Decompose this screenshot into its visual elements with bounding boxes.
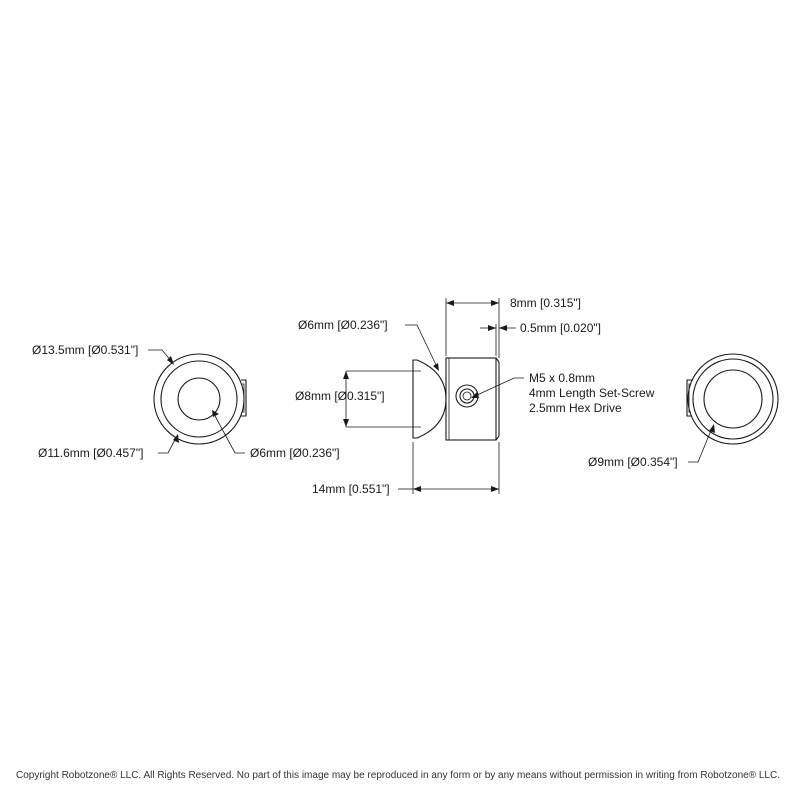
label-right-dia: Ø9mm [Ø0.354"] [588,455,678,469]
leader-bore-left [212,410,245,454]
label-od-flange: Ø13.5mm [Ø0.531"] [32,343,138,357]
label-groove-dia: Ø6mm [Ø0.236"] [298,318,388,332]
right-end-view [686,353,779,445]
leader-right-dia [688,424,715,463]
label-bore-left: Ø6mm [Ø0.236"] [250,446,340,460]
label-overall-length: 14mm [0.551"] [312,482,390,496]
dim-chamfer [480,325,516,331]
leader-od-inner [158,434,179,454]
dim-hub-length [446,300,499,306]
left-end-view [153,353,247,445]
leader-groove-dia [405,324,439,371]
label-od-inner: Ø11.6mm [Ø0.457"] [38,446,143,460]
label-hub-dia: Ø8mm [Ø0.315"] [295,389,385,403]
leader-od-flange [148,349,174,365]
label-hub-length: 8mm [0.315"] [510,296,581,310]
label-chamfer: 0.5mm [0.020"] [520,321,601,335]
leader-set-screw [471,377,524,398]
side-view [412,357,500,441]
label-set-screw-3: 2.5mm Hex Drive [529,401,622,415]
copyright-footer: Copyright Robotzone® LLC. All Rights Res… [16,770,780,781]
label-set-screw-1: M5 x 0.8mm [529,371,595,385]
dim-hub-dia [343,371,349,427]
label-set-screw-2: 4mm Length Set-Screw [529,386,655,400]
dim-overall-length [398,486,499,492]
